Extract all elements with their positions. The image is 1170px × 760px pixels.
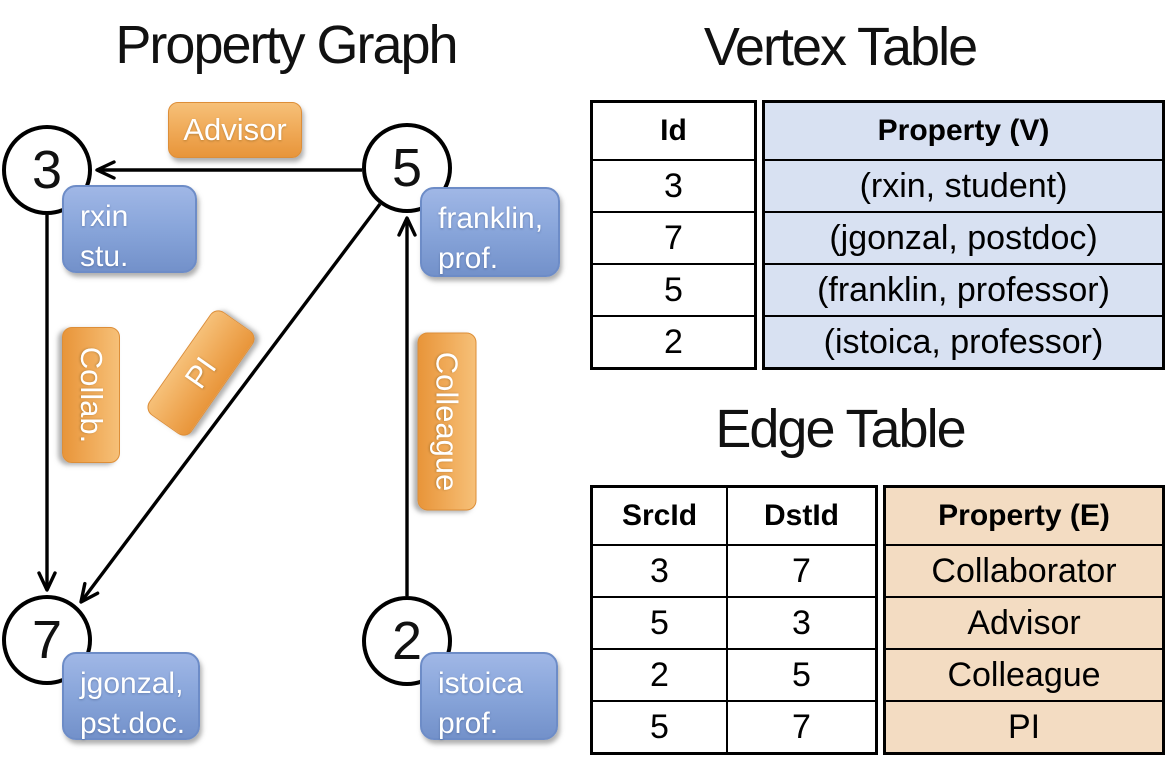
vertex-table-property-column: Property (V) (rxin, student) (jgonzal, p… xyxy=(762,100,1165,370)
vertex-id: 2 xyxy=(391,611,423,671)
table-cell: 7 xyxy=(726,544,875,596)
vertex-property-box-franklin: franklin, prof. xyxy=(420,187,560,277)
column-header: Property (E) xyxy=(886,488,1162,544)
column-header: DstId xyxy=(726,488,875,544)
table-cell: (franklin, professor) xyxy=(765,263,1162,315)
property-line: jgonzal, xyxy=(80,667,184,700)
edge-table-title: Edge Table xyxy=(715,399,966,459)
table-cell: 7 xyxy=(593,211,754,263)
property-line: pst.doc. xyxy=(80,706,186,740)
vertex-table-id-column: Id 3 7 5 2 xyxy=(590,100,757,370)
table-cell: 7 xyxy=(726,700,875,752)
vertex-table-title: Vertex Table xyxy=(703,17,978,77)
vertex-property-box-jgonzal: jgonzal, pst.doc. xyxy=(62,652,200,740)
vertex-id: 5 xyxy=(391,138,423,198)
property-graph-title: Property Graph xyxy=(115,15,458,75)
edge-table-id-columns: SrcId DstId 3 7 5 3 2 5 5 7 xyxy=(590,485,878,755)
table-cell: 5 xyxy=(593,596,726,648)
edge-label-advisor: Advisor xyxy=(168,102,302,158)
property-line: istoica xyxy=(438,667,524,700)
vertex-node-5: 5 xyxy=(362,123,452,213)
table-cell: (rxin, student) xyxy=(765,159,1162,211)
table-cell: 5 xyxy=(593,700,726,752)
table-cell: (istoica, professor) xyxy=(765,315,1162,367)
table-cell: 5 xyxy=(726,648,875,700)
table-cell: 3 xyxy=(593,544,726,596)
table-cell: 3 xyxy=(726,596,875,648)
table-cell: PI xyxy=(886,700,1162,752)
edge-table: SrcId DstId 3 7 5 3 2 5 5 7 Property (E)… xyxy=(590,485,1165,755)
column-header: SrcId xyxy=(621,499,698,532)
column-header: Id xyxy=(660,114,687,147)
vertex-id: 3 xyxy=(31,140,63,200)
property-line: franklin, xyxy=(438,202,544,235)
property-line: rxin xyxy=(80,200,129,233)
table-cell: 3 xyxy=(593,159,754,211)
vertex-id: 7 xyxy=(31,610,63,670)
property-line: stu. xyxy=(80,239,129,273)
vertex-node-2: 2 xyxy=(362,596,452,686)
vertex-table: Id 3 7 5 2 Property (V) (rxin, student) … xyxy=(590,100,1165,370)
graph-edges-canvas xyxy=(37,160,417,604)
table-cell: (jgonzal, postdoc) xyxy=(765,211,1162,263)
property-line: prof. xyxy=(438,241,499,275)
table-cell: 2 xyxy=(593,315,754,367)
vertex-property-box-istoica: istoica prof. xyxy=(420,652,558,740)
table-cell: 2 xyxy=(593,648,726,700)
table-cell: Advisor xyxy=(886,596,1162,648)
table-cell: 5 xyxy=(593,263,754,315)
edge-line-pi-5-to-7 xyxy=(79,202,382,604)
vertex-property-box-rxin: rxin stu. xyxy=(62,185,197,273)
edge-table-property-column: Property (E) Collaborator Advisor Collea… xyxy=(883,485,1165,755)
column-header: Property (V) xyxy=(765,103,1162,159)
table-cell: Collaborator xyxy=(886,544,1162,596)
edge-label-colleague: Colleague xyxy=(417,332,477,511)
property-line: prof. xyxy=(438,706,499,740)
table-cell: Colleague xyxy=(886,648,1162,700)
edge-label-collab: Collab. xyxy=(62,327,120,463)
